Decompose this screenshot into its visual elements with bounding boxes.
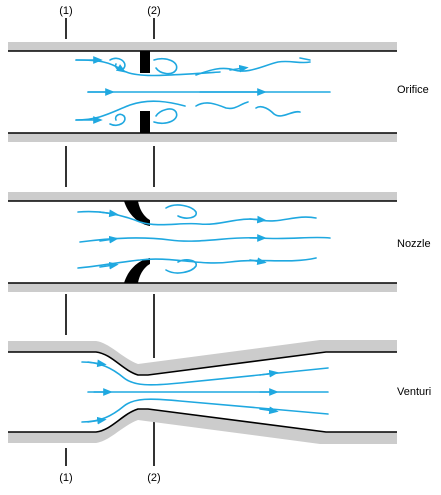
station-1-top-label: (1) bbox=[59, 5, 72, 17]
pipe-wall-top bbox=[8, 42, 397, 51]
station-1-bottom-label: (1) bbox=[59, 472, 72, 484]
pipe-wall-top bbox=[8, 192, 397, 201]
orifice-section: Orifice bbox=[8, 42, 429, 142]
nozzle-section: Nozzle bbox=[8, 192, 431, 292]
orifice-plate-top bbox=[140, 51, 150, 73]
orifice-label: Orifice bbox=[397, 84, 429, 96]
nozzle-contour-top bbox=[124, 201, 150, 226]
station-2-bottom-label: (2) bbox=[147, 472, 160, 484]
orifice-streamlines bbox=[75, 56, 331, 127]
venturi-streamlines bbox=[81, 359, 329, 425]
venturi-label: Venturi bbox=[397, 386, 431, 398]
pipe-wall-bottom bbox=[8, 283, 397, 292]
nozzle-streamlines bbox=[77, 204, 331, 274]
venturi-section: Venturi bbox=[8, 340, 431, 444]
nozzle-label: Nozzle bbox=[397, 238, 431, 250]
station-2-top-label: (2) bbox=[147, 5, 160, 17]
nozzle-contour-bottom bbox=[124, 258, 150, 283]
pipe-wall-bottom bbox=[8, 133, 397, 142]
venturi-wall-top bbox=[8, 340, 397, 375]
venturi-wall-bottom bbox=[8, 409, 397, 444]
orifice-plate-bottom bbox=[140, 111, 150, 133]
